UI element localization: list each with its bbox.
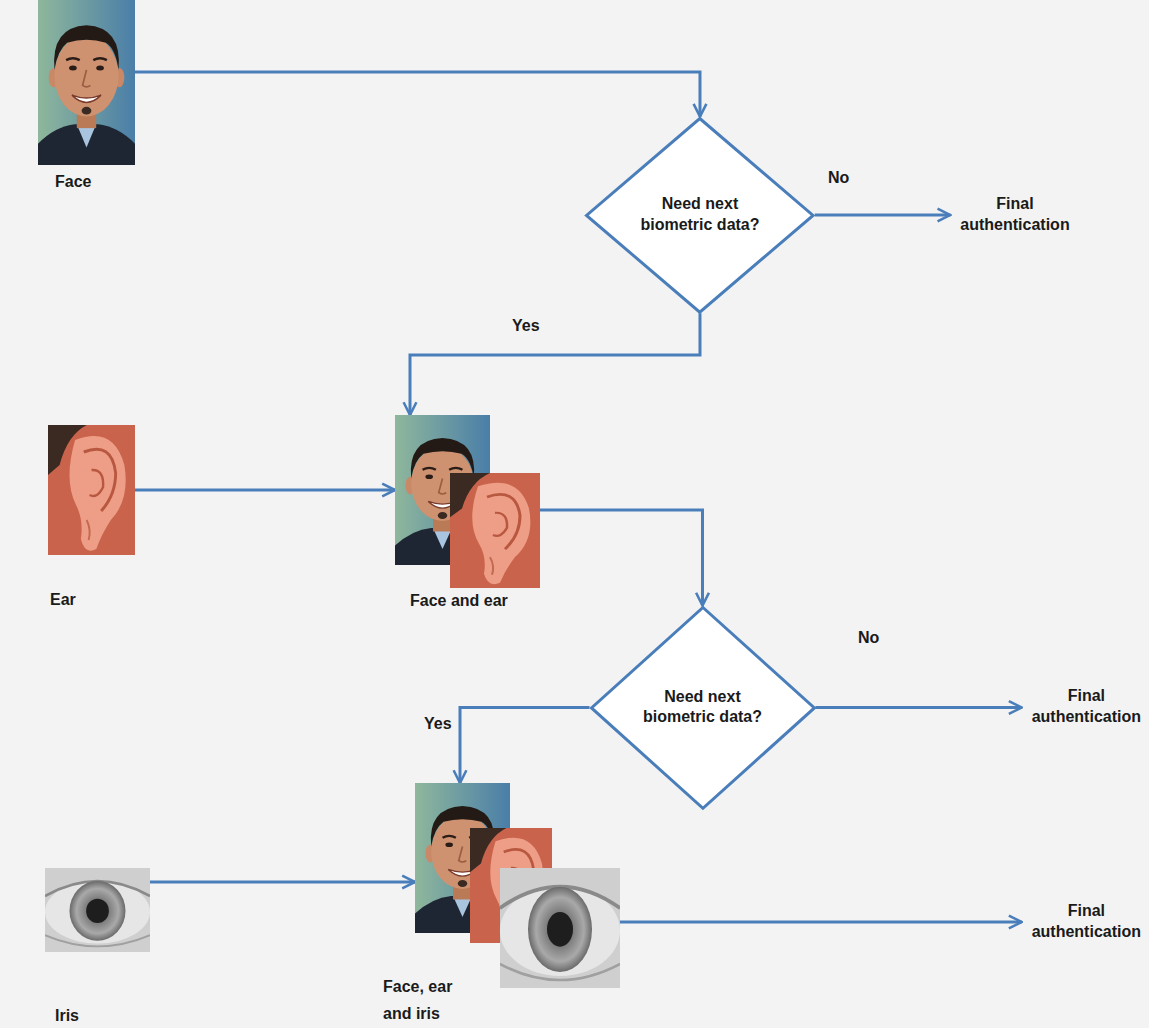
decision-diamond [591,607,814,808]
photo-caption: Face, ear and iris [383,973,463,1027]
outcome-text: Final authentication [1032,901,1141,943]
flow-arrow [135,489,395,492]
photo-stack: Face, ear and iris [415,783,620,988]
branch-label: Yes [510,316,542,335]
decision-text: Need next biometric data? [636,194,764,236]
iris-photo: Iris [45,868,150,952]
photo-caption: Face [55,168,91,195]
photo-caption: Face and ear [410,587,508,614]
photo-stack: Face and ear [395,415,540,588]
flow-arrow [540,510,702,606]
branch-label: No [826,168,851,187]
flow-arrow [150,881,415,884]
iris-photo [500,868,620,988]
decision-diamond [587,118,814,312]
flow-arrow [815,213,951,216]
ear-photo [450,473,540,588]
diamond-outline [585,117,815,314]
decision-diamond: Need next biometric data? [585,117,815,314]
decision-text: Need next biometric data? [638,687,766,729]
decision-diamond: Need next biometric data? [590,606,816,810]
face-photo: Face [38,0,135,165]
outcome-text: Final authentication [1032,686,1141,728]
photo-caption: Ear [50,586,76,613]
branch-label: No [856,628,881,647]
outcome-text: Final authentication [960,194,1069,236]
flow-arrow [620,921,1022,924]
flow-arrow [410,313,700,415]
outcome-text: Final authentication [960,194,1069,236]
ear-photo: Ear [48,425,135,555]
ear-photo [48,425,135,555]
flow-arrow [815,706,1021,709]
photo-caption: Iris [55,1002,79,1028]
flow-arrow [460,707,590,783]
iris-photo [45,868,150,952]
face-photo [38,0,135,165]
flow-arrow [135,72,700,117]
branch-label: Yes [422,714,454,733]
diamond-outline [590,606,816,810]
outcome-text: Final authentication [1032,901,1141,943]
outcome-text: Final authentication [1032,686,1141,728]
